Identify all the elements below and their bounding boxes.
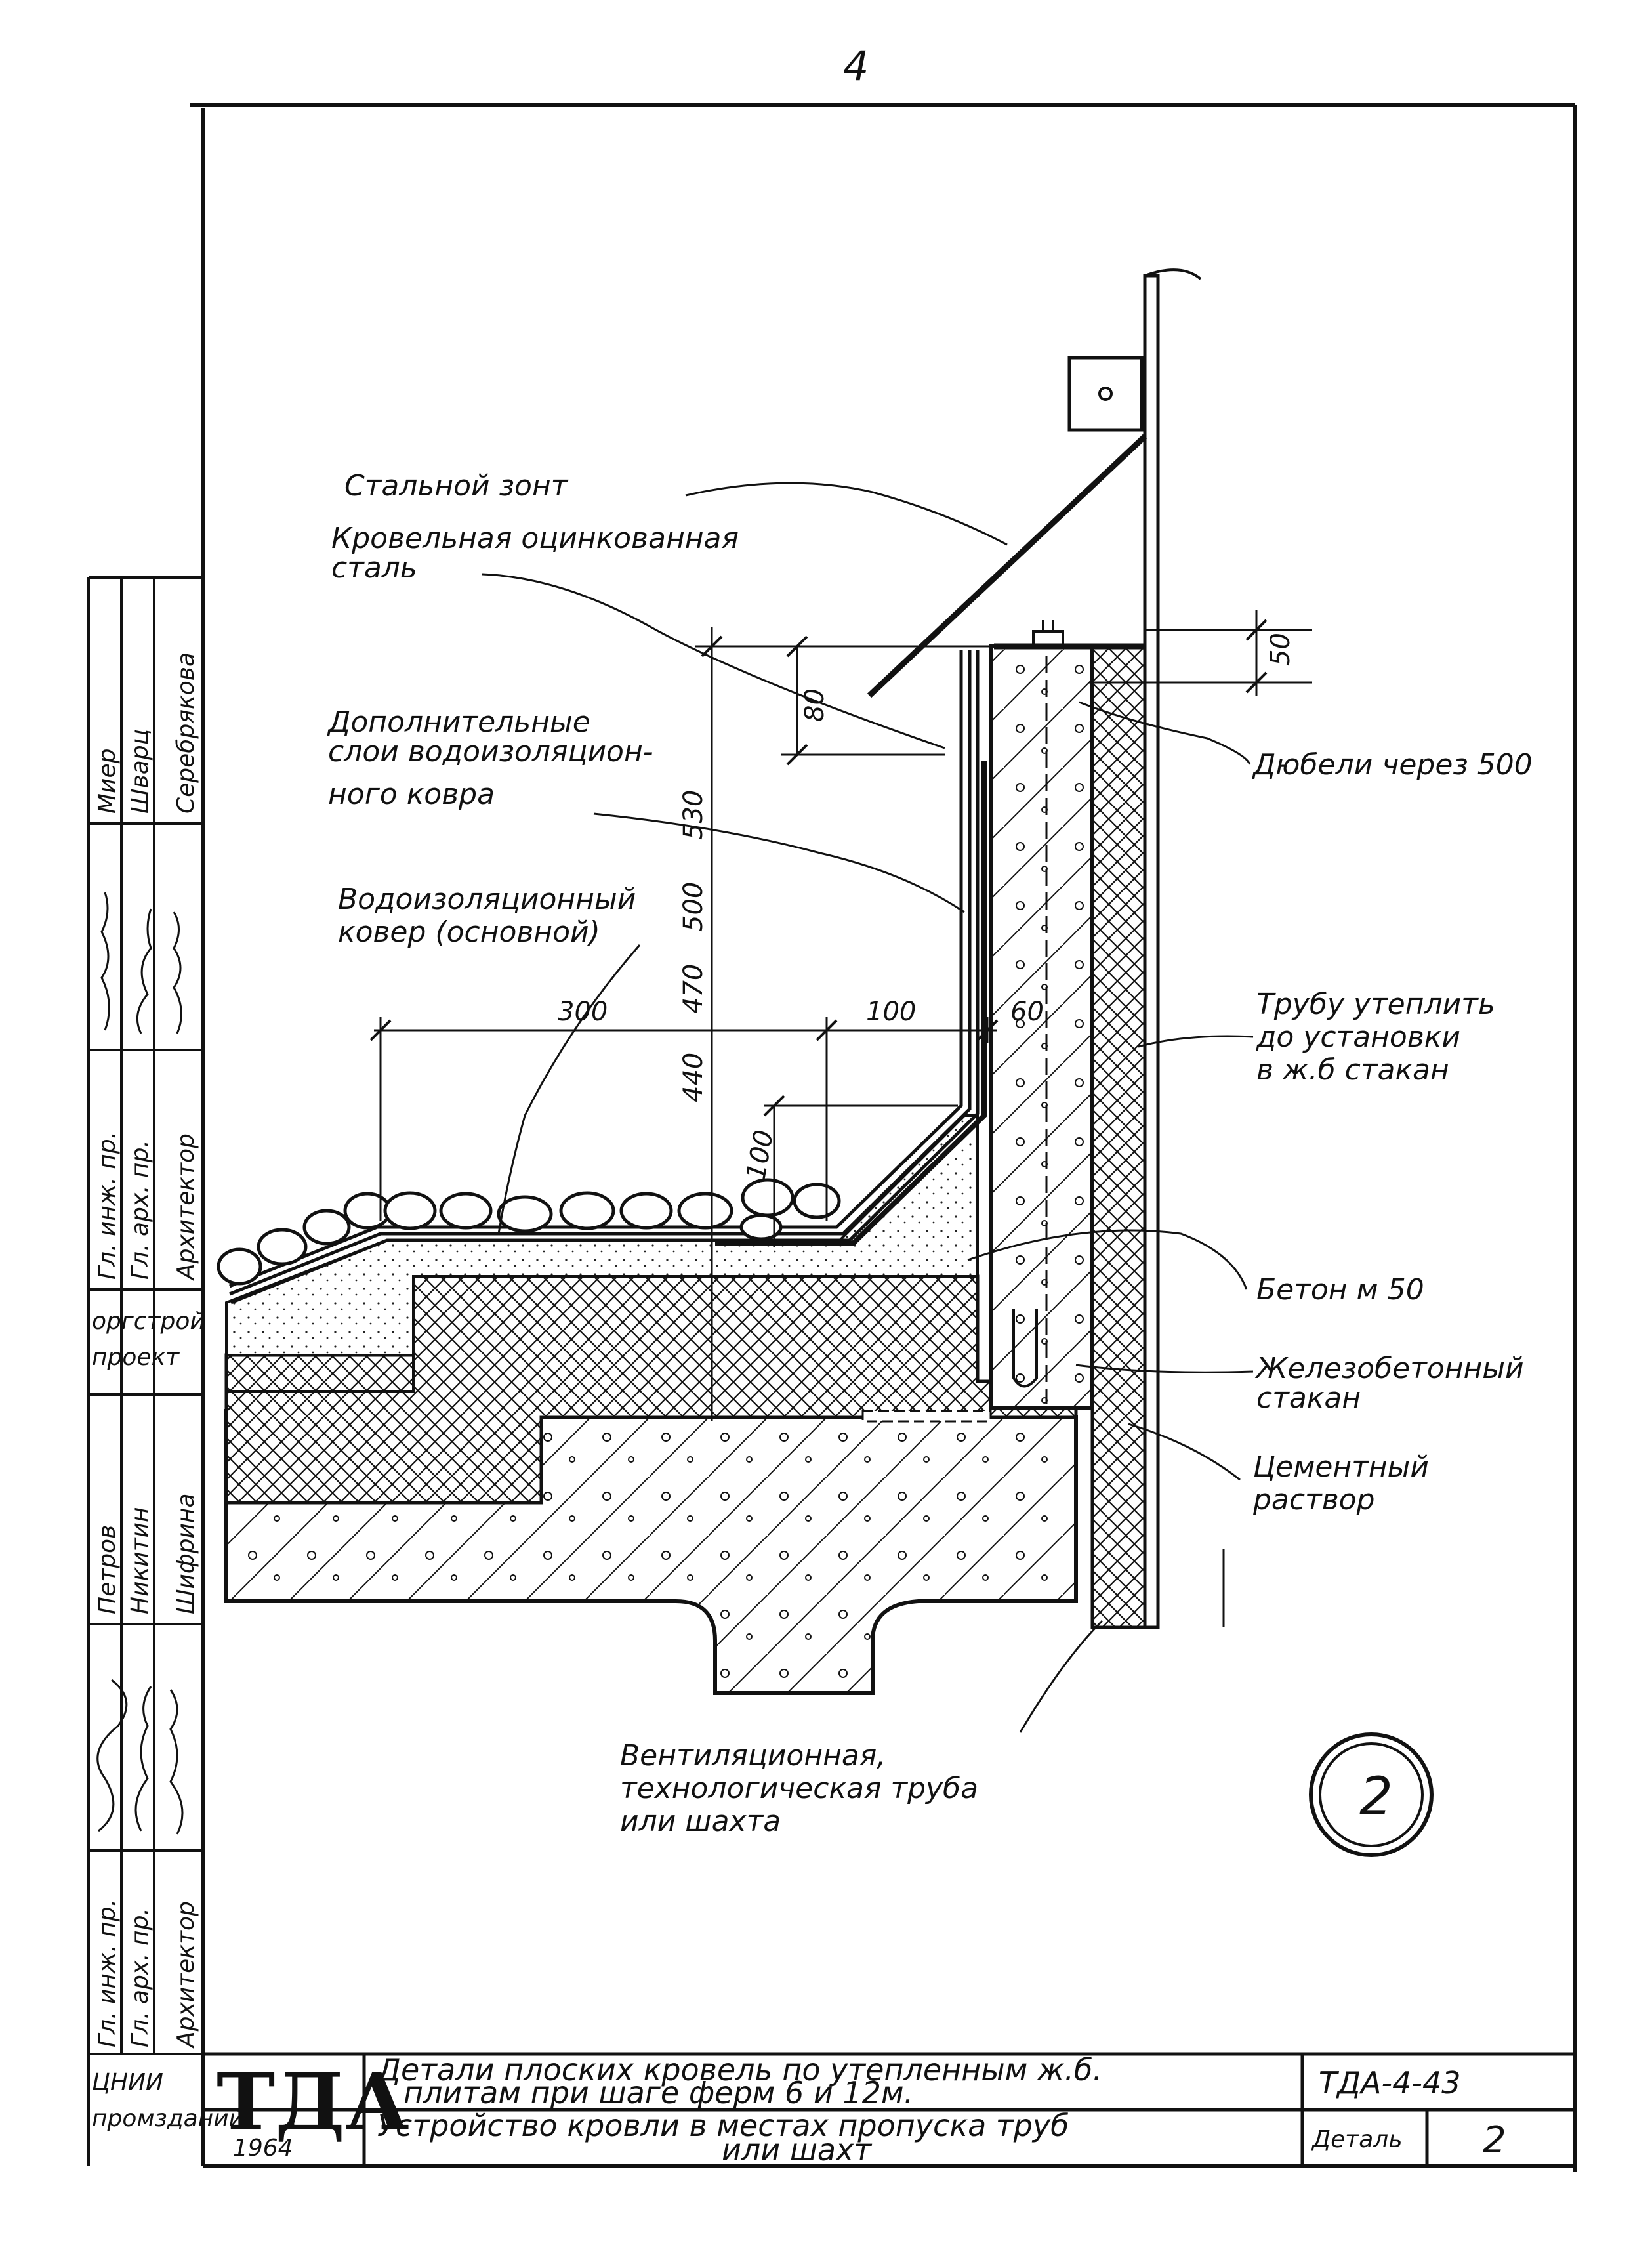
detail-marker: 2 — [1309, 1732, 1434, 1857]
sheet-title-line-1: Устройство кровли в местах пропуска труб — [377, 2108, 1069, 2143]
sig1-role-3: Архитектор — [173, 1133, 199, 1281]
sig1-role-2: Гл. арх. пр. — [127, 1140, 154, 1280]
rc-sleeve — [989, 644, 1094, 1410]
title-year: 1964 — [233, 2135, 293, 2162]
page-number: 4 — [843, 42, 869, 90]
drawing-code: ТДА-4-43 — [1319, 2065, 1461, 2101]
dim-530: 530 — [678, 790, 709, 840]
umbrella-bracket — [1067, 356, 1144, 432]
handwritten-signatures — [96, 892, 184, 1835]
title-block — [203, 2052, 1575, 2166]
sheet-title-line-2: или шахт — [722, 2132, 872, 2168]
logo-tda: ТДА — [217, 2056, 409, 2148]
label-insulate-3: в ж.б стакан — [1256, 1053, 1449, 1087]
series-title-line-1: Детали плоских кровель по утепленным ж.б… — [376, 2052, 1102, 2087]
dim-500: 500 — [678, 882, 709, 932]
label-extra-layers-3: ного ковра — [328, 778, 495, 811]
dim-440: 440 — [678, 1053, 709, 1102]
sig1-name-3: Серебрякова — [173, 652, 199, 814]
annotations: Стальной зонт Кровельная оцинкованная ст… — [327, 469, 1533, 1838]
gravel-protection — [217, 1178, 841, 1286]
org1-line-2: проект — [92, 1344, 180, 1371]
dimension-ticks — [369, 619, 1268, 1117]
label-dowels: Дюбели через 500 — [1252, 748, 1533, 782]
dimension-values: 50 80 530 500 470 440 300 100 60 100 — [558, 633, 1296, 1183]
label-galvanized-steel-2: сталь — [331, 551, 417, 585]
dim-50: 50 — [1266, 633, 1296, 666]
org1-line-1: оргстрой — [92, 1308, 205, 1335]
label-vent-3: или шахта — [620, 1805, 781, 1838]
label-vent-2: технологическая труба — [620, 1772, 978, 1805]
detail-label: Деталь — [1311, 2126, 1403, 2153]
sig2-role-2: Гл. арх. пр. — [127, 1908, 154, 2047]
sig2-name-1: Петров — [94, 1525, 121, 1614]
label-cement-2: раствор — [1252, 1483, 1375, 1517]
label-main-carpet-2: ковер (основной) — [338, 915, 600, 949]
sig2-role-3: Архитектор — [173, 1901, 199, 2049]
dimension-lines — [374, 610, 1312, 1627]
detail-marker-number: 2 — [1359, 1766, 1393, 1827]
sig1-name-2: Шварц — [127, 729, 154, 814]
sig1-name-1: Миер — [94, 749, 121, 814]
dim-470: 470 — [678, 964, 709, 1014]
waterproofing-layers — [229, 650, 987, 1305]
sig2-name-2: Никитин — [127, 1507, 154, 1614]
label-insulate-2: до установки — [1256, 1020, 1460, 1054]
sig2-name-3: Шифрина — [173, 1493, 199, 1614]
label-rc-sleeve-2: стакан — [1256, 1381, 1361, 1415]
series-title-line-2: плитам при шаге ферм 6 и 12м. — [403, 2075, 913, 2110]
frame — [190, 103, 1577, 2172]
dim-60: 60 — [1010, 997, 1044, 1027]
label-concrete: Бетон м 50 — [1256, 1273, 1424, 1307]
label-cement-1: Цементный — [1253, 1450, 1429, 1484]
dim-300: 300 — [558, 997, 608, 1027]
sig1-role-1: Гл. инж. пр. — [94, 1131, 121, 1280]
dim-100-horizontal: 100 — [866, 997, 916, 1027]
label-steel-umbrella: Стальной зонт — [344, 469, 569, 503]
roof-detail-drawing — [217, 268, 1202, 1695]
signature-text: Миер Шварц Серебрякова Гл. инж. пр. Гл. … — [92, 652, 244, 2132]
sig2-role-1: Гл. инж. пр. — [94, 1899, 121, 2047]
title-block-text: ТДА 1964 Детали плоских кровель по утепл… — [217, 2052, 1506, 2168]
steel-pipe-wall — [1143, 274, 1160, 1629]
label-rc-sleeve-1: Железобетонный — [1254, 1352, 1524, 1385]
label-vent-1: Вентиляционная, — [620, 1739, 886, 1772]
label-extra-layers-1: Дополнительные — [327, 705, 590, 739]
signature-strip — [87, 576, 203, 2166]
label-insulate-1: Трубу утеплить — [1256, 988, 1495, 1021]
org2-line-1: ЦНИИ — [92, 2069, 163, 2096]
pipe-insulation — [1090, 644, 1147, 1629]
label-main-carpet-1: Водоизоляционный — [338, 883, 636, 916]
label-extra-layers-2: слои водоизоляцион- — [328, 735, 653, 768]
label-galvanized-steel-1: Кровельная оцинкованная — [331, 522, 739, 555]
detail-number: 2 — [1483, 2119, 1506, 2162]
steel-umbrella — [867, 434, 1147, 698]
leader-lines — [482, 482, 1254, 1733]
